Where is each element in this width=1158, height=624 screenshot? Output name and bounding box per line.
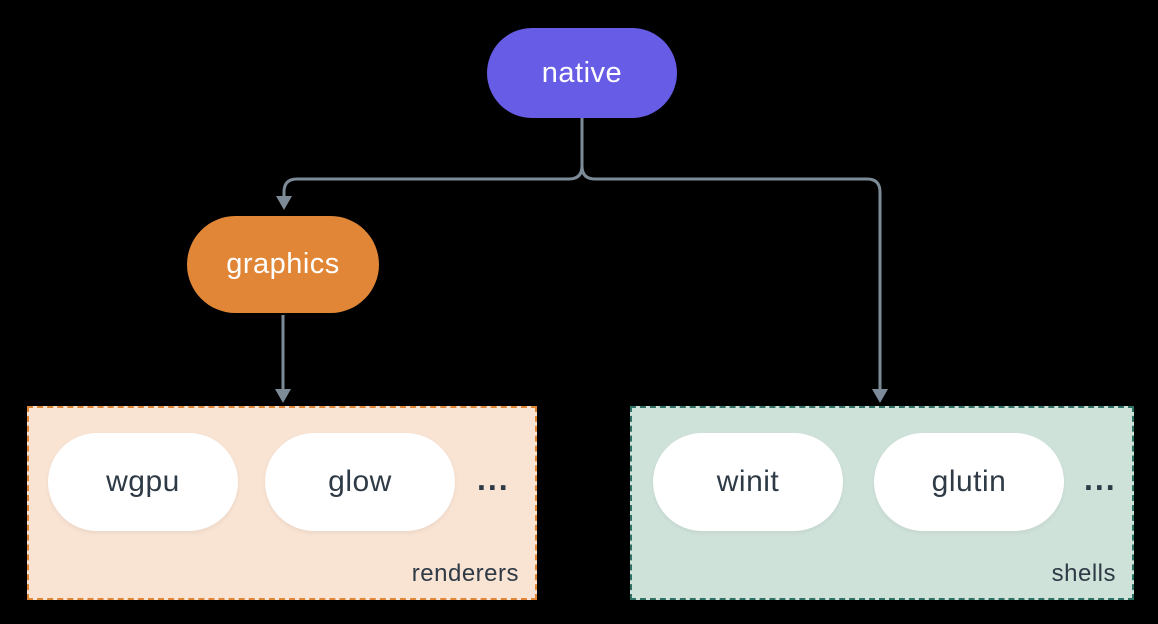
group-shells: winit glutin ... shells — [630, 406, 1134, 600]
node-graphics-label: graphics — [226, 248, 340, 280]
node-winit-label: winit — [716, 465, 780, 498]
node-glow-label: glow — [328, 465, 392, 498]
shells-group-label: shells — [1051, 560, 1116, 587]
edge-native-to-graphics — [282, 118, 584, 197]
edge-native-to-shells — [580, 118, 882, 389]
node-graphics: graphics — [187, 216, 379, 313]
node-winit: winit — [653, 433, 843, 531]
renderers-group-label: renderers — [411, 560, 519, 587]
shells-ellipsis: ... — [1084, 461, 1117, 497]
arrowhead-into-renderers — [275, 389, 291, 403]
node-native: native — [487, 28, 677, 118]
arrowhead-into-shells — [872, 389, 888, 403]
node-glutin-label: glutin — [931, 465, 1007, 498]
node-glutin: glutin — [874, 433, 1064, 531]
group-renderers: wgpu glow ... renderers — [27, 406, 537, 600]
node-wgpu: wgpu — [48, 433, 238, 531]
node-wgpu-label: wgpu — [106, 465, 180, 498]
node-native-label: native — [541, 56, 623, 89]
arrowhead-into-graphics — [276, 196, 292, 210]
renderers-ellipsis: ... — [477, 461, 510, 497]
node-glow: glow — [265, 433, 455, 531]
